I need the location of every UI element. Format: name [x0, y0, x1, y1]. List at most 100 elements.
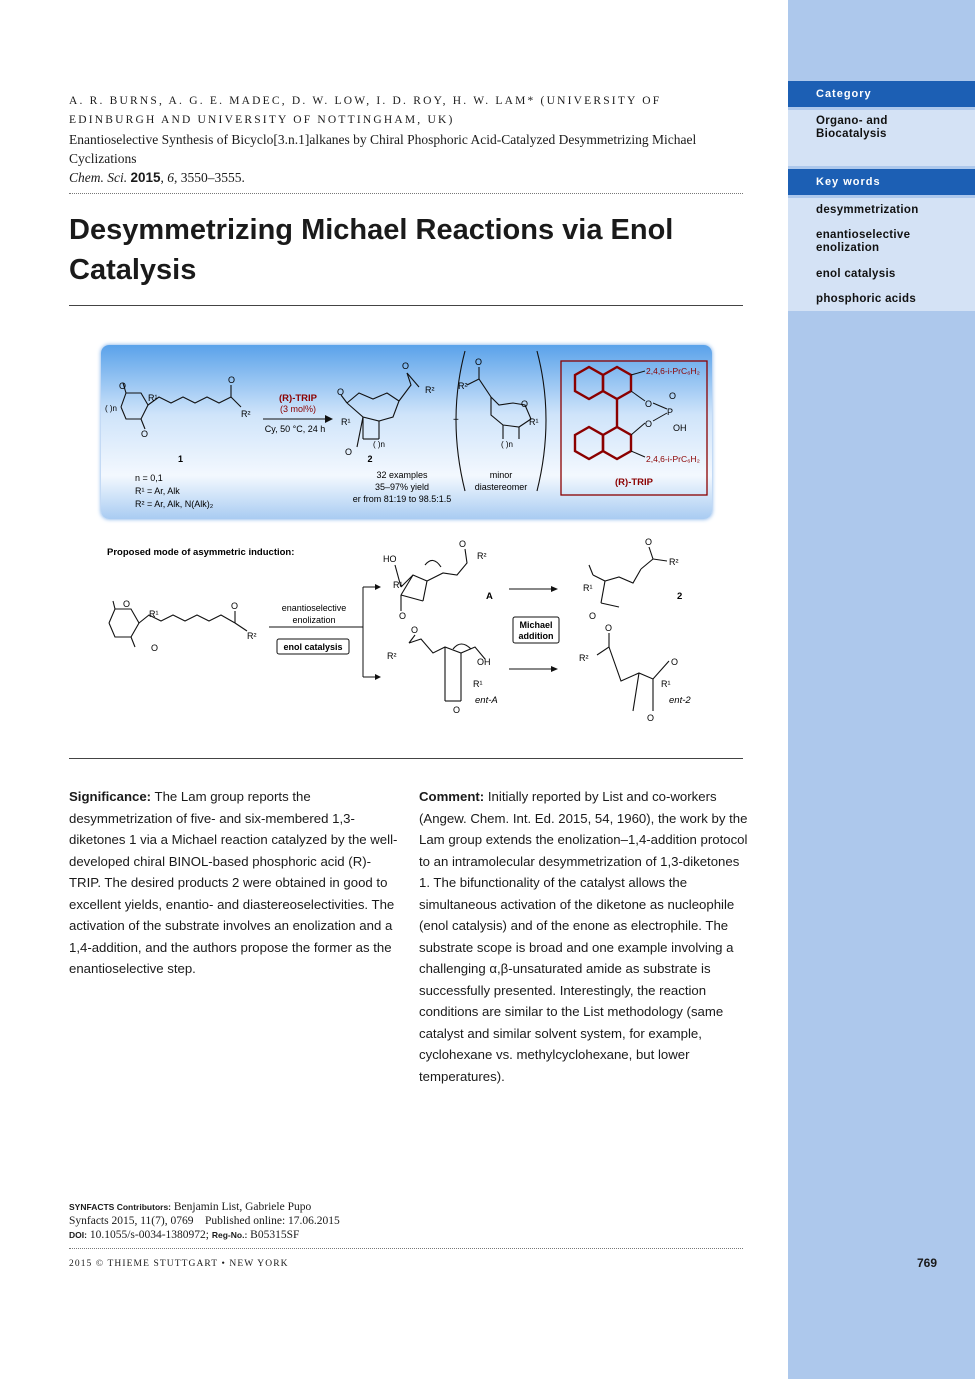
svg-text:R¹: R¹ — [393, 580, 403, 590]
category-header: Category — [788, 81, 975, 107]
svg-text:O: O — [337, 387, 344, 397]
divider — [69, 193, 743, 194]
svg-text:R²: R² — [241, 409, 251, 419]
authors: A. R. BURNS, A. G. E. MADEC, D. W. LOW, … — [69, 95, 662, 126]
svg-text:OH: OH — [477, 657, 491, 667]
svg-text:O: O — [669, 391, 676, 401]
keyword-item: phosphoric acids — [816, 293, 917, 305]
aryl-substituent-top: 2,4,6-i-PrC₆H₂ — [646, 366, 700, 376]
minor-label-1: minor — [490, 470, 513, 480]
svg-text:R²: R² — [425, 385, 435, 395]
svg-text:O: O — [475, 357, 482, 367]
product-2-mechanism-label: 2 — [677, 591, 682, 602]
product-2-label: 2 — [367, 454, 372, 464]
trip-catalyst-box — [560, 360, 708, 496]
journal-volume: 6 — [167, 170, 175, 185]
catalyst-loading: (3 mol%) — [280, 404, 316, 414]
paper-title-line-2: Cyclizations — [69, 151, 137, 166]
paper-title-line-1: Enantioselective Synthesis of Bicyclo[3.… — [69, 132, 697, 147]
svg-text:R²: R² — [669, 557, 679, 567]
svg-text:R¹: R¹ — [583, 583, 593, 593]
svg-text:O: O — [231, 601, 238, 611]
svg-text:O: O — [645, 537, 652, 547]
product-ent2-label: ent-2 — [669, 695, 691, 706]
svg-text:R¹: R¹ — [529, 417, 539, 427]
svg-text:O: O — [228, 375, 235, 385]
category-value: Organo- and Biocatalysis — [816, 115, 888, 140]
reg-value: B05315SF — [250, 1229, 300, 1241]
svg-text:O: O — [453, 705, 460, 715]
compound-1-label: 1 — [178, 454, 183, 464]
product-ent2-structure — [596, 633, 670, 712]
michael-addition-box — [512, 616, 560, 644]
enol-catalysis-box — [276, 638, 350, 655]
r1-definition: R¹ = Ar, Alk — [135, 486, 180, 496]
keywords-block — [788, 198, 975, 311]
examples-count: 32 examples — [376, 470, 428, 480]
svg-text:O: O — [459, 539, 466, 549]
svg-text:P: P — [667, 407, 673, 417]
svg-text:HO: HO — [383, 554, 397, 564]
page-number: 769 — [917, 1256, 938, 1270]
contributors-line: SYNFACTS Contributors: Benjamin List, Ga… — [69, 1201, 311, 1214]
svg-text:O: O — [399, 611, 406, 621]
copyright: 2015 © THIEME STUTTGART • NEW YORK — [69, 1259, 289, 1269]
mechanism-scheme: Proposed mode of asymmetric induction: O… — [107, 537, 691, 723]
svg-text:R²: R² — [458, 381, 468, 391]
category-block — [788, 110, 975, 166]
keywords-header: Key words — [788, 169, 975, 195]
svg-text:O: O — [671, 657, 678, 667]
svg-text:O: O — [345, 447, 352, 457]
reg-label: Reg-No.: — [211, 1230, 248, 1240]
minor-label-2: diastereomer — [475, 482, 528, 492]
significance-heading: Significance: — [69, 789, 152, 804]
r2-definition: R² = Ar, Alk, N(Alk)₂ — [135, 499, 214, 509]
svg-text:O: O — [402, 361, 409, 371]
significance-text: The Lam group reports the desymmetrizati… — [69, 789, 398, 976]
yield-range: 35–97% yield — [375, 482, 429, 492]
enol-catalysis-label: enol catalysis — [283, 642, 342, 652]
aryl-substituent-bottom: 2,4,6-i-PrC₆H₂ — [646, 454, 700, 464]
product-2-mechanism-structure — [588, 546, 668, 608]
svg-text:R¹: R¹ — [149, 609, 159, 619]
trip-label: (R)-TRIP — [615, 477, 654, 488]
michael-label-1: Michael — [519, 620, 552, 630]
synfacts-info: Synfacts 2015, 11(7), 0769 Published onl… — [69, 1215, 340, 1227]
intermediate-A-structure — [394, 548, 468, 611]
intermediate-A-label: A — [486, 591, 493, 602]
michael-label-2: addition — [519, 631, 554, 641]
er-range: er from 81:19 to 98.5:1.5 — [353, 494, 452, 504]
oh-group: OH — [673, 423, 687, 433]
svg-text:R²: R² — [579, 653, 589, 663]
catalyst-name: (R)-TRIP — [279, 393, 318, 404]
svg-text:R¹: R¹ — [661, 679, 671, 689]
svg-text:R¹: R¹ — [473, 679, 483, 689]
comment-text: Initially reported by List and co-worker… — [419, 789, 748, 1084]
svg-text:( )n: ( )n — [105, 404, 117, 413]
svg-text:O: O — [411, 625, 418, 635]
doi-label: DOI: — [69, 1230, 87, 1240]
svg-text:O: O — [521, 399, 528, 409]
svg-text:O: O — [647, 713, 654, 723]
svg-text:O: O — [645, 419, 652, 429]
svg-text:O: O — [605, 623, 612, 633]
keyword-item: desymmetrization — [816, 204, 919, 216]
mechanism-title: Proposed mode of asymmetric induction: — [107, 547, 294, 558]
keyword-item: enol catalysis — [816, 268, 896, 280]
reaction-scheme: O O R¹ O R² ( )n 1 n = 0,1 R¹ = Ar, Alk … — [105, 350, 708, 509]
divider — [69, 758, 743, 759]
reaction-arrow — [263, 415, 333, 423]
headline: Desymmetrizing Michael Reactions via Eno… — [69, 214, 674, 286]
intermediate-entA-label: ent-A — [475, 695, 498, 706]
enolization-label-2: enolization — [292, 615, 335, 625]
svg-text:O: O — [119, 381, 126, 391]
minor-diastereomer-structure — [466, 367, 532, 439]
svg-text:O: O — [151, 643, 158, 653]
reaction-conditions: Cy, 50 °C, 24 h — [265, 424, 325, 434]
comment-heading: Comment: — [419, 789, 485, 804]
enolization-label-1: enantioselective — [282, 603, 347, 613]
comment-paragraph: Comment: Initially reported by List and … — [419, 786, 749, 1087]
intermediate-entA-structure — [408, 634, 486, 702]
significance-paragraph: Significance: The Lam group reports the … — [69, 786, 399, 980]
svg-text:O: O — [589, 611, 596, 621]
